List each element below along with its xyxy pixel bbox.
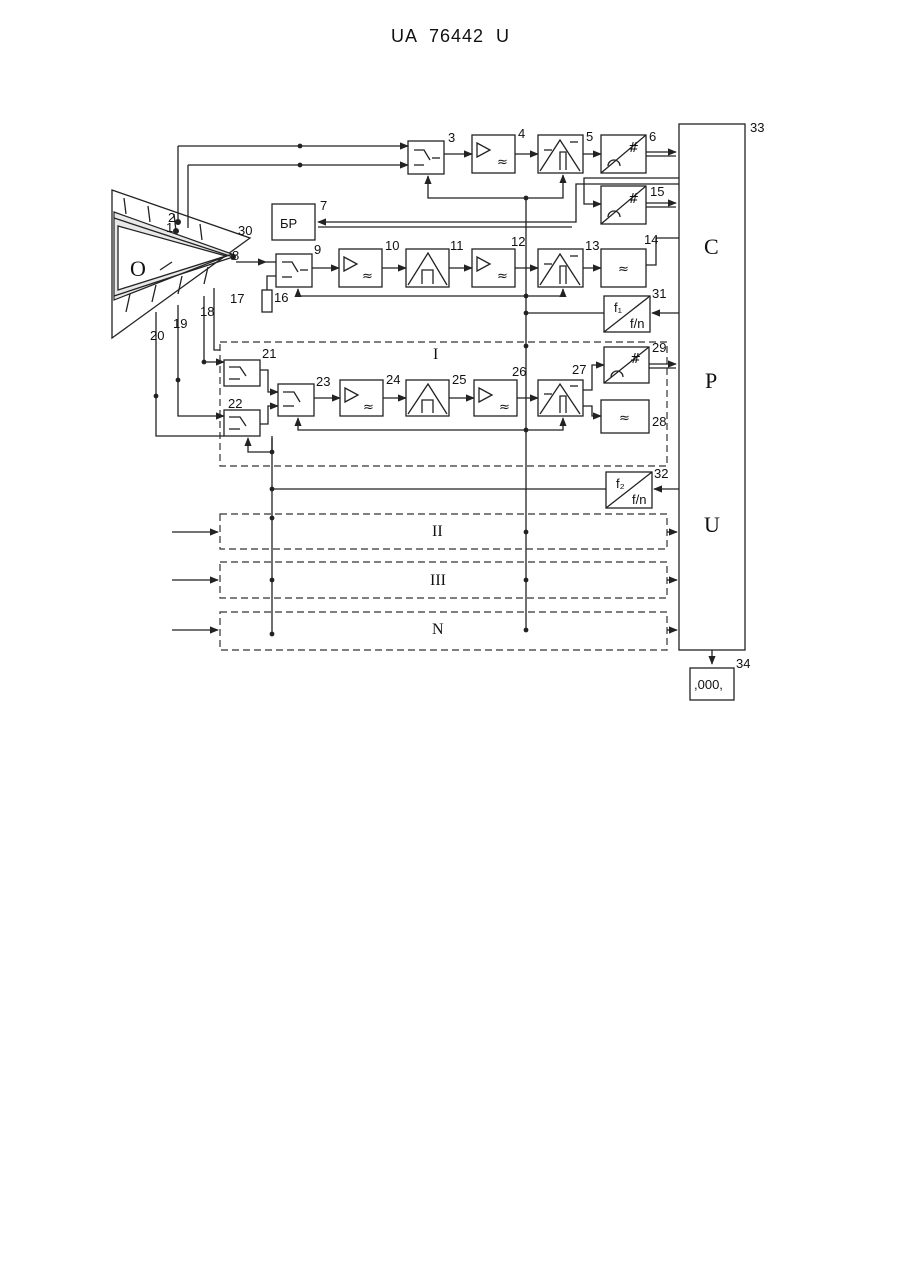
callout-29: 29: [652, 340, 666, 355]
channel-label-I: I: [433, 346, 438, 363]
callout-23: 23: [316, 374, 330, 389]
display-value: ,000,: [694, 677, 723, 692]
svg-text:≈: ≈: [363, 400, 374, 415]
callout-8: 8: [232, 248, 239, 263]
callout-10: 10: [385, 238, 399, 253]
svg-text:#: #: [628, 192, 639, 207]
callout-24: 24: [386, 372, 400, 387]
channel-II-frame: [220, 514, 667, 549]
switch-22: [224, 410, 260, 436]
amplifier-10: [339, 249, 382, 287]
callout-26: 26: [512, 364, 526, 379]
callout-20: 20: [150, 328, 164, 343]
callout-14: 14: [644, 232, 658, 247]
callout-16: 16: [274, 290, 288, 305]
cpu-letter-p: P: [705, 368, 717, 393]
svg-text:≈: ≈: [618, 262, 629, 277]
object-label: O: [130, 256, 146, 281]
amplifier-26: [474, 380, 517, 416]
callout-22: 22: [228, 396, 242, 411]
freq2-bottom: f/n: [632, 492, 646, 507]
br-label: БР: [280, 216, 297, 231]
freq1-bottom: f/n: [630, 316, 644, 331]
amplifier-4: [472, 135, 515, 173]
callout-19: 19: [173, 316, 187, 331]
amplifier-12: [472, 249, 515, 287]
svg-text:≈: ≈: [362, 269, 373, 284]
switch-23: [278, 384, 314, 416]
svg-text:#: #: [628, 141, 639, 156]
callout-28: 28: [652, 414, 666, 429]
callout-13: 13: [585, 238, 599, 253]
callout-27: 27: [572, 362, 586, 377]
channel-label-III: III: [430, 572, 446, 589]
amplifier-24: [340, 380, 383, 416]
callout-32: 32: [654, 466, 668, 481]
callout-34: 34: [736, 656, 750, 671]
freq1-top: f₁: [614, 300, 623, 315]
callout-7: 7: [320, 198, 327, 213]
freq2-top: f₂: [616, 476, 625, 491]
reference-16: [262, 290, 272, 312]
callout-11: 11: [450, 238, 464, 253]
svg-text:#: #: [630, 352, 641, 367]
svg-text:≈: ≈: [499, 400, 510, 415]
cpu-letter-u: U: [704, 512, 720, 537]
callout-30: 30: [238, 223, 252, 238]
callout-33: 33: [750, 120, 764, 135]
svg-text:≈: ≈: [619, 411, 630, 426]
callout-6: 6: [649, 129, 656, 144]
callout-15: 15: [650, 184, 664, 199]
callout-5: 5: [586, 129, 593, 144]
callout-25: 25: [452, 372, 466, 387]
callout-2: 2: [168, 210, 175, 225]
switch-21: [224, 360, 260, 386]
callout-3: 3: [448, 130, 455, 145]
callout-17: 17: [230, 291, 244, 306]
cpu-letter-c: C: [704, 234, 719, 259]
svg-text:≈: ≈: [497, 269, 508, 284]
callout-4: 4: [518, 126, 525, 141]
callout-31: 31: [652, 286, 666, 301]
callout-18: 18: [200, 304, 214, 319]
channel-label-N: N: [432, 621, 444, 638]
callout-9: 9: [314, 242, 321, 257]
channel-label-II: II: [432, 523, 443, 540]
callout-21: 21: [262, 346, 276, 361]
callout-12: 12: [511, 234, 525, 249]
svg-text:≈: ≈: [497, 155, 508, 170]
